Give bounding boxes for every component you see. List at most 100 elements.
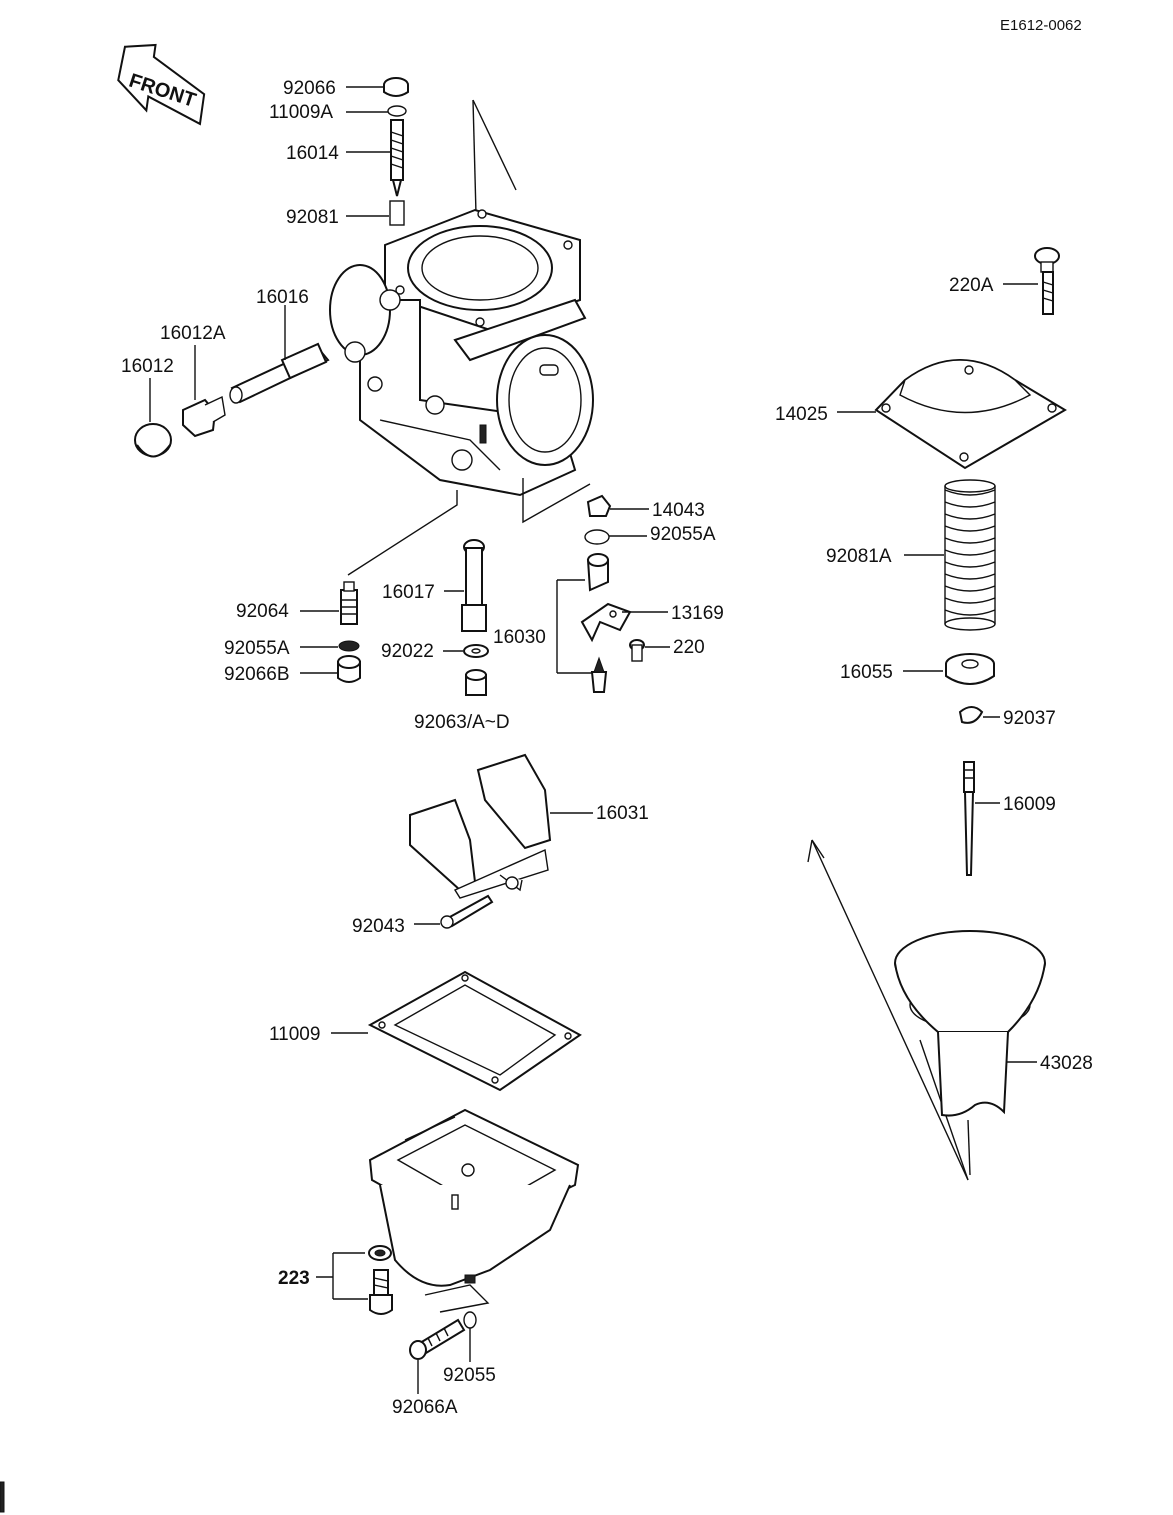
- svg-text:92066B: 92066B: [224, 664, 290, 685]
- svg-text:16014: 16014: [286, 143, 339, 164]
- part-92081A-spring: [944, 479, 996, 631]
- part-16009-needle: [963, 761, 975, 876]
- label-14025: 14025: [775, 404, 876, 425]
- label-11009: 11009: [269, 1024, 368, 1045]
- label-11009A: 11009A: [269, 102, 388, 123]
- label-92043: 92043: [352, 916, 440, 937]
- svg-text:11009: 11009: [269, 1024, 320, 1045]
- label-92037: 92037: [983, 708, 1056, 729]
- label-92055: 92055: [443, 1328, 496, 1386]
- part-92063-main-jet: [465, 669, 487, 696]
- part-14025-top-cover: [874, 359, 1067, 470]
- part-16017-needle-jet: [461, 539, 487, 632]
- part-16012-cap: [134, 423, 172, 458]
- svg-text:16055: 16055: [840, 662, 893, 683]
- part-223-screw: [369, 1269, 393, 1315]
- svg-text:223: 223: [278, 1268, 310, 1289]
- svg-text:92063/A~D: 92063/A~D: [414, 712, 510, 733]
- part-92081-spring: [389, 200, 405, 226]
- svg-text:11009A: 11009A: [269, 102, 333, 123]
- front-arrow: FRONT: [117, 43, 206, 126]
- label-16012: 16012: [121, 356, 174, 377]
- svg-text:92081: 92081: [286, 207, 339, 228]
- label-220: 220: [645, 637, 705, 658]
- label-16030: 16030: [493, 627, 546, 648]
- label-43028: 43028: [1006, 1053, 1093, 1074]
- svg-text:220A: 220A: [949, 275, 994, 296]
- label-92022: 92022: [381, 641, 463, 662]
- svg-text:43028: 43028: [1040, 1053, 1093, 1074]
- part-92043-pin: [440, 894, 494, 929]
- part-16016-plunger: [229, 342, 330, 404]
- part-92055-oring: [463, 1311, 477, 1329]
- part-11009A-oring: [387, 105, 407, 117]
- svg-text:92055A: 92055A: [224, 638, 290, 659]
- part-16014-screw: [390, 119, 404, 197]
- part-92055A-oring-top: [584, 529, 610, 545]
- margin-mark: [0, 1481, 5, 1513]
- part-92055A-washer: [338, 640, 360, 652]
- part-92066-cap: [383, 77, 409, 97]
- part-92022-washer: [463, 644, 489, 658]
- diagram-code: E1612-0062: [1000, 17, 1082, 34]
- part-14043-plug: [586, 494, 612, 517]
- svg-text:16009: 16009: [1003, 794, 1056, 815]
- part-16012A-nut: [182, 395, 226, 438]
- label-92081: 92081: [286, 207, 389, 228]
- label-92064: 92064: [236, 601, 339, 622]
- carburetor-body: [329, 208, 594, 497]
- label-16014: 16014: [286, 143, 390, 164]
- part-92037-clip: [958, 706, 984, 724]
- label-16055: 16055: [840, 662, 943, 683]
- svg-text:92043: 92043: [352, 916, 405, 937]
- label-16012A: 16012A: [160, 323, 226, 344]
- svg-text:92066: 92066: [283, 78, 336, 99]
- label-92066B: 92066B: [224, 664, 337, 685]
- svg-text:14043: 14043: [652, 500, 705, 521]
- svg-text:92081A: 92081A: [826, 546, 892, 567]
- part-92066A-drain-screw: [409, 1318, 466, 1360]
- svg-text:92066A: 92066A: [392, 1397, 458, 1418]
- part-16031-float: [409, 753, 552, 899]
- svg-text:14025: 14025: [775, 404, 828, 425]
- svg-text:16016: 16016: [256, 287, 309, 308]
- svg-text:92022: 92022: [381, 641, 434, 662]
- part-16055-retainer: [945, 653, 995, 685]
- svg-text:16017: 16017: [382, 582, 435, 603]
- part-needle-valve: [590, 656, 608, 693]
- label-13169: 13169: [622, 603, 724, 624]
- part-223-washer: [368, 1245, 392, 1261]
- label-16031: 16031: [550, 803, 649, 824]
- svg-text:16012: 16012: [121, 356, 174, 377]
- label-92055A-top: 92055A: [609, 524, 716, 545]
- label-223: 223: [278, 1268, 333, 1289]
- label-92066A: 92066A: [392, 1360, 458, 1418]
- label-92063: 92063/A~D: [414, 712, 510, 733]
- svg-text:92064: 92064: [236, 601, 289, 622]
- label-92066: 92066: [283, 78, 383, 99]
- part-43028-piston: [894, 930, 1046, 1176]
- part-220A-screw: [1034, 247, 1060, 315]
- svg-text:16031: 16031: [596, 803, 649, 824]
- label-14043: 14043: [610, 500, 705, 521]
- label-92081A: 92081A: [826, 546, 944, 567]
- label-92055A: 92055A: [224, 638, 338, 659]
- svg-text:16030: 16030: [493, 627, 546, 648]
- svg-text:92037: 92037: [1003, 708, 1056, 729]
- part-92066B-plug: [337, 655, 361, 683]
- label-220A: 220A: [949, 275, 1038, 296]
- label-16016: 16016: [256, 287, 309, 308]
- svg-text:92055A: 92055A: [650, 524, 716, 545]
- part-220-screw: [629, 639, 645, 662]
- label-16017: 16017: [382, 582, 464, 603]
- svg-text:13169: 13169: [671, 603, 724, 624]
- svg-text:220: 220: [673, 637, 705, 658]
- part-92064-jet: [340, 581, 358, 625]
- part-11009-gasket: [367, 970, 582, 1092]
- part-16030-valve-seat: [586, 553, 609, 592]
- svg-text:92055: 92055: [443, 1365, 496, 1386]
- part-float-bowl: [368, 1108, 580, 1287]
- part-13169-plate: [580, 602, 632, 643]
- svg-text:16012A: 16012A: [160, 323, 226, 344]
